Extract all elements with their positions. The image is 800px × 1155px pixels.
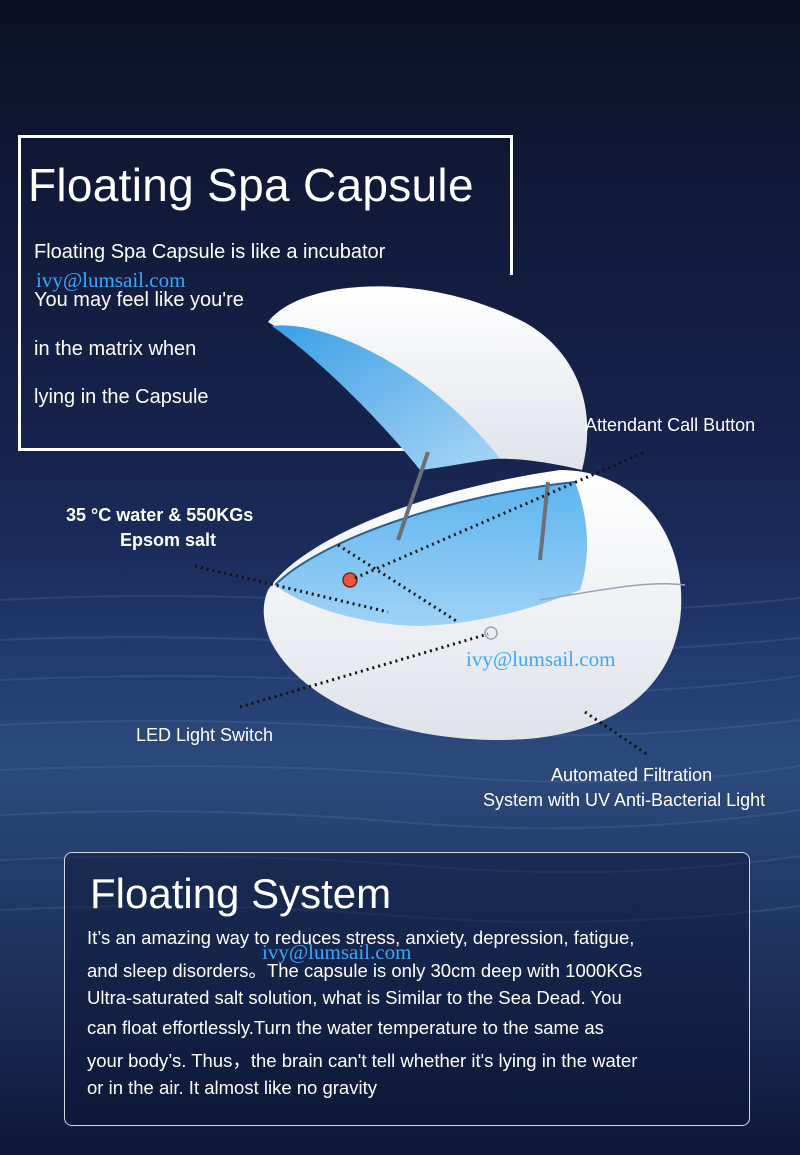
intro-line: Floating Spa Capsule is like a incubator	[34, 241, 386, 263]
capsule-illustration	[194, 286, 686, 757]
title-frame-edge	[510, 135, 513, 275]
system-text-line: Ultra-saturated salt solution, what is S…	[87, 987, 622, 1008]
floating-system-title: Floating System	[90, 870, 392, 917]
led-switch-icon	[484, 626, 498, 640]
water-label-line2: Epsom salt	[120, 530, 217, 550]
capsule-lid-interior	[272, 325, 500, 470]
water-label: 35 °C water & 550KGs	[66, 505, 254, 525]
page-title: Floating Spa Capsule	[28, 159, 474, 211]
intro-line: You may feel like you're	[34, 289, 244, 311]
capsule-tub	[275, 482, 587, 626]
attendant-call-label: Attendant Call Button	[585, 415, 756, 435]
watermark: ivy@lumsail.com	[466, 647, 616, 671]
filtration-label-line2: System with UV Anti-Bacterial Light	[483, 790, 766, 810]
filtration-label: Automated Filtration	[551, 765, 713, 785]
watermark: ivy@lumsail.com	[262, 940, 412, 964]
intro-line: in the matrix when	[34, 338, 197, 360]
system-text-line: can float effortlessly.Turn the water te…	[87, 1017, 604, 1038]
system-text-line: your body’s. Thus，the brain can't tell w…	[87, 1050, 638, 1071]
floating-system-panel	[64, 852, 750, 1126]
capsule-lid	[268, 286, 588, 470]
watermark: ivy@lumsail.com	[36, 268, 186, 292]
led-switch-label: LED Light Switch	[136, 725, 274, 745]
intro-line: lying in the Capsule	[34, 386, 209, 408]
call-button-icon	[342, 572, 358, 588]
system-text-line: and sleep disorders。The capsule is only …	[87, 960, 643, 981]
system-text-line: It’s an amazing way to reduces stress, a…	[87, 927, 635, 948]
system-text-line: or in the air. It almost like no gravity	[87, 1077, 377, 1098]
title-frame	[18, 135, 513, 451]
